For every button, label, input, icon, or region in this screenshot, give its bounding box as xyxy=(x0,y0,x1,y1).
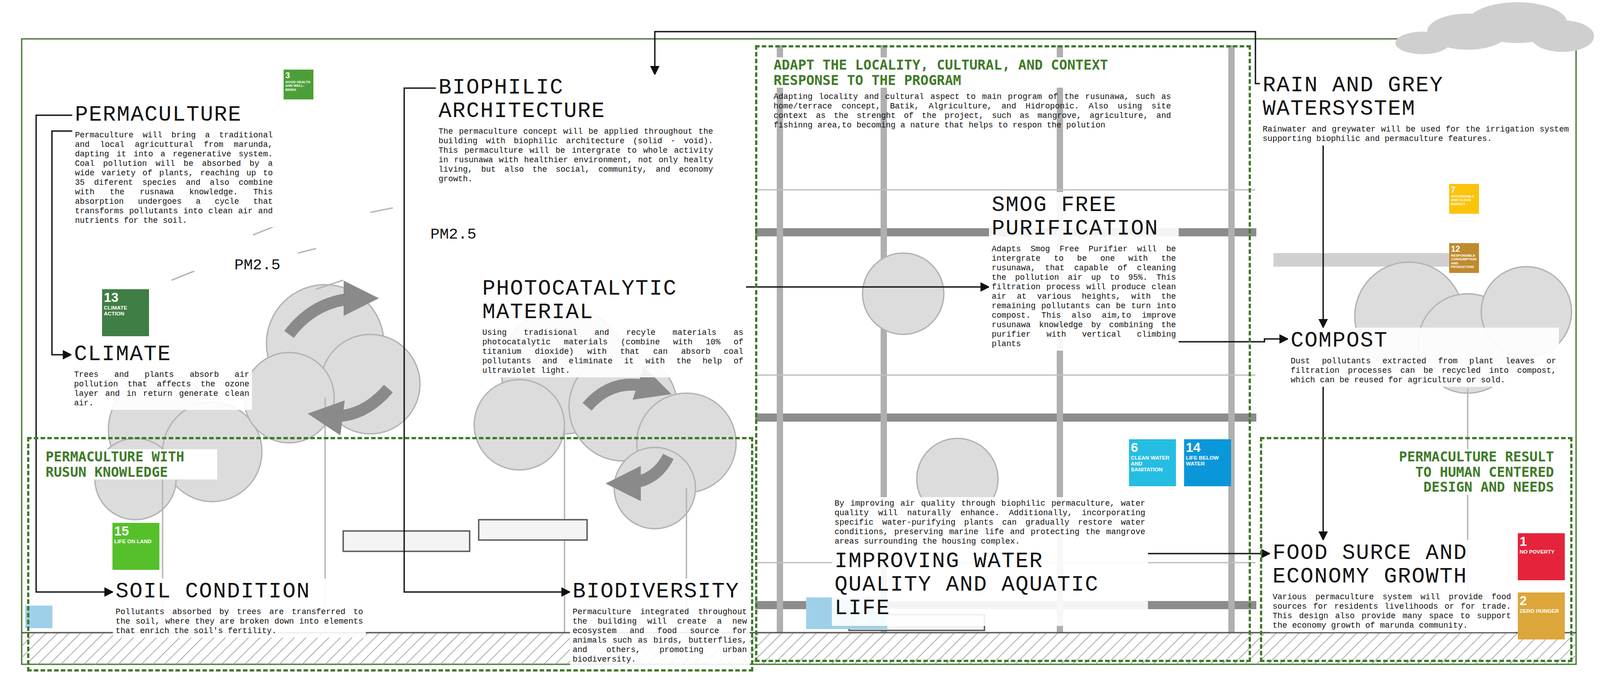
flow-arrow xyxy=(1147,552,1270,555)
body-text: Adapts Smog Free Purifier will be interg… xyxy=(991,244,1176,350)
body-text: Rainwater and greywater will be used for… xyxy=(1262,124,1569,144)
sdg-number: 13 xyxy=(103,290,148,304)
sdg-icon: 6CLEAN WATER AND SANITATION xyxy=(1128,438,1176,486)
heading: PERMACULTURE xyxy=(74,103,273,127)
flow-arrow xyxy=(1322,145,1325,328)
sdg-title: CLEAN WATER AND SANITATION xyxy=(1130,454,1175,473)
concept-block: PERMACULTURE Permaculture will bring a tr… xyxy=(72,101,276,228)
concept-block: COMPOST Dust pollutants extracted from pl… xyxy=(1287,327,1559,387)
sdg-title: LIFE BELOW WATER xyxy=(1185,454,1230,467)
body-text: Pollutants absorbed by trees are transfe… xyxy=(115,606,364,636)
sdg-title: CLIMATE ACTION xyxy=(103,304,148,317)
body-text: Dust pollutants extracted from plant lea… xyxy=(1290,356,1557,385)
body-text: Trees and plants absorb air pollution th… xyxy=(74,369,250,408)
heading: BIODIVERSITY xyxy=(572,579,747,604)
body-text: Permaculture integrated throughout the b… xyxy=(572,606,747,664)
sdg-icon: 1NO POVERTY xyxy=(1517,532,1565,580)
heading: COMPOST xyxy=(1290,329,1557,353)
heading: SOIL CONDITION xyxy=(115,579,364,604)
sdg-number: 15 xyxy=(114,524,158,538)
concept-block: SMOG FREE PURIFICATIONAdapts Smog Free P… xyxy=(988,191,1179,351)
sdg-title: LIFE ON LAND xyxy=(114,538,158,545)
sdg-title: AFFORDABLE AND CLEAN ENERGY xyxy=(1450,194,1478,206)
trees xyxy=(94,252,1572,633)
heading: FOOD SURCE AND ECONOMY GROWTH xyxy=(1272,541,1512,589)
sdg-number: 1 xyxy=(1519,534,1563,548)
flow-arrow xyxy=(51,130,73,355)
heading: BIOPHILIC ARCHITECTURE xyxy=(438,76,714,124)
pollutant-label: PM2.5 xyxy=(232,256,283,274)
sdg-icon: 2ZERO HUNGER xyxy=(1517,592,1565,640)
sdg-icon: 3GOOD HEALTH AND WELL-BEING xyxy=(283,69,314,100)
body-text: Various permaculture system will provide… xyxy=(1272,592,1512,630)
sdg-title: RESPONSIBLE CONSUMPTION AND PRODUCTION xyxy=(1450,253,1478,269)
sdg-icon: 14LIFE BELOW WATER xyxy=(1184,438,1232,486)
heading: SMOG FREE PURIFICATION xyxy=(991,193,1176,241)
sdg-number: 14 xyxy=(1185,440,1230,454)
body-text: Permaculture will bring a traditional an… xyxy=(74,130,273,226)
sdg-icon: 13CLIMATE ACTION xyxy=(102,289,150,336)
sdg-number: 3 xyxy=(285,71,312,80)
concept-block: CLIMATETrees and plants absorb air pollu… xyxy=(71,340,252,410)
sdg-number: 12 xyxy=(1450,244,1478,253)
pollutant-label: PM2.5 xyxy=(428,225,479,243)
sdg-number: 7 xyxy=(1450,185,1478,194)
sdg-icon: 7AFFORDABLE AND CLEAN ENERGY xyxy=(1449,183,1479,214)
sdg-icon: 12RESPONSIBLE CONSUMPTION AND PRODUCTION xyxy=(1449,242,1479,273)
flow-arrow xyxy=(1178,338,1288,342)
heading: RAIN AND GREY WATERSYSTEM xyxy=(1262,74,1569,122)
sdg-number: 2 xyxy=(1519,593,1563,607)
heading: PERMACULTURE WITH RUSUN KNOWLEDGE xyxy=(45,448,218,480)
sdg-title: NO POVERTY xyxy=(1519,548,1563,555)
concept-block: BIOPHILIC ARCHITECTUREThe permaculture c… xyxy=(435,74,716,186)
concept-block: RAIN AND GREY WATERSYSTEMRainwater and g… xyxy=(1259,72,1572,146)
sdg-icon: 15LIFE ON LAND xyxy=(112,522,160,570)
concept-block: PHOTOCATALYTIC MATERIALUsing tradisional… xyxy=(479,275,747,378)
sdg-title: GOOD HEALTH AND WELL-BEING xyxy=(285,80,312,92)
concept-block: By improving air quality through biophil… xyxy=(831,496,1148,626)
heading: CLIMATE xyxy=(74,342,250,367)
frame xyxy=(21,38,1577,664)
sdg-title: ZERO HUNGER xyxy=(1519,607,1563,614)
body-text: Using tradisional and recyle materials a… xyxy=(482,327,744,376)
flow-arrow xyxy=(746,286,989,288)
heading: IMPROVING WATER QUALITY AND AQUATIC LIFE xyxy=(834,549,1146,620)
clouds xyxy=(1395,2,1595,55)
concept-block: SOIL CONDITIONPollutants absorbed by tre… xyxy=(112,578,366,638)
sdg-number: 6 xyxy=(1130,440,1175,454)
heading: PERMACULTURE RESULT TO HUMAN CENTERED DE… xyxy=(1382,448,1554,495)
body-text: Adapting locality and cultural aspect to… xyxy=(773,92,1171,131)
heading: PHOTOCATALYTIC MATERIAL xyxy=(482,277,744,325)
dashed-zone: ADAPT THE LOCALITY, CULTURAL, AND CONTEX… xyxy=(755,45,1251,662)
body-text: By improving air quality through biophil… xyxy=(834,498,1146,546)
flow-arrow xyxy=(1322,386,1325,540)
concept-block: FOOD SURCE AND ECONOMY GROWTHVarious per… xyxy=(1269,539,1514,632)
heading: ADAPT THE LOCALITY, CULTURAL, AND CONTEX… xyxy=(773,57,1117,88)
body-text: The permaculture concept will be applied… xyxy=(438,126,714,184)
concept-block: BIODIVERSITYPermaculture integrated thro… xyxy=(569,578,750,666)
